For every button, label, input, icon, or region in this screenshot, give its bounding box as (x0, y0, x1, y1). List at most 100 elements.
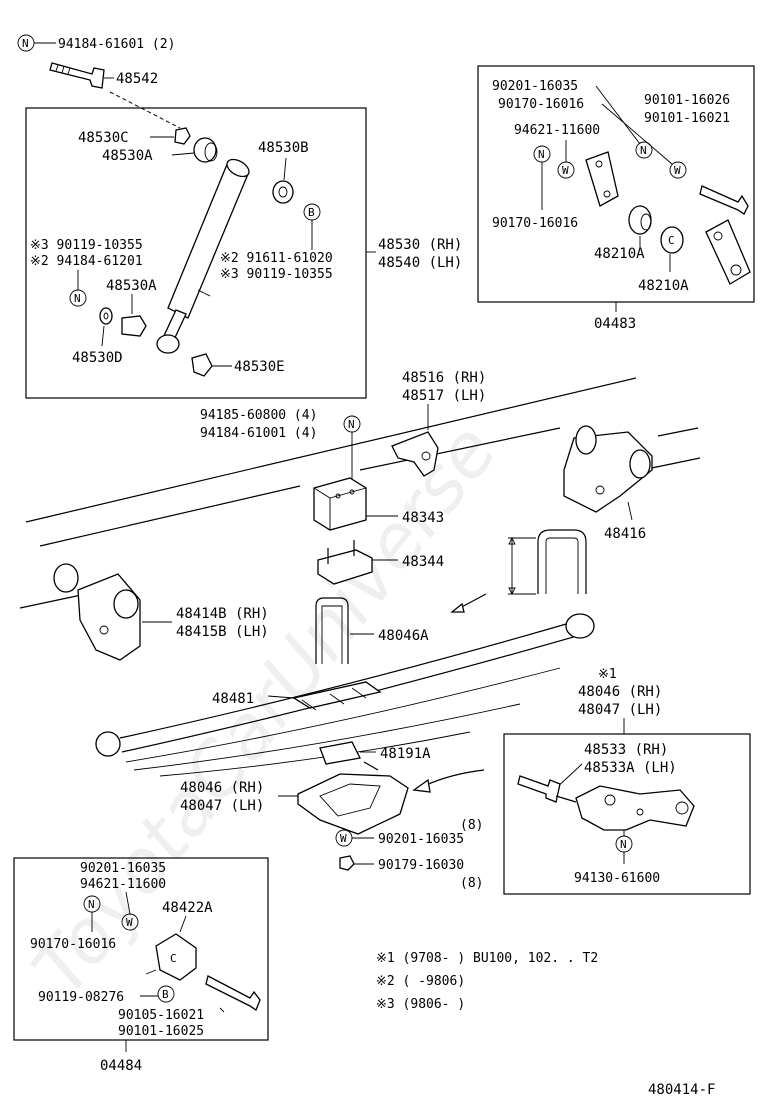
pad-48481 (292, 681, 382, 711)
watermark: ToyotaCarUniverse (16, 408, 513, 1011)
label-04484-p6: 90101-16025 (118, 1024, 204, 1039)
bushing-48210a-2: C (660, 226, 684, 254)
label-bolt-nut-qty: 94184-61601 (2) (58, 37, 175, 52)
nut-90179 (339, 855, 355, 871)
label-qty-8b: (8) (460, 876, 483, 891)
label-04483: 04483 (594, 316, 636, 332)
svg-text:B: B (162, 988, 169, 1001)
part-48530c (174, 127, 191, 145)
shackle-plate-2 (705, 219, 751, 285)
label-04483-p5: 90101-16026 (644, 93, 730, 108)
shock-absorber (156, 158, 250, 354)
label-48530b: 48530B (258, 140, 309, 156)
svg-text:W: W (674, 164, 681, 177)
label-nut-94130: 94130-61600 (574, 871, 660, 886)
shock-box (25, 107, 367, 399)
bolt-90105 (205, 975, 261, 1011)
label-48542: 48542 (116, 71, 158, 87)
part-48530a-bottom (121, 315, 147, 337)
label-48530c: 48530C (78, 130, 129, 146)
seat-48046 (297, 761, 409, 835)
label-note3-b: ※3 90119-10355 (220, 267, 333, 282)
svg-text:W: W (562, 164, 569, 177)
note-3: ※3 (9806- ) (376, 997, 465, 1012)
label-48516-rh: 48516 (RH) (402, 370, 486, 386)
label-note2-b: ※2 91611-61020 (220, 251, 333, 266)
label-04483-p6: 90101-16021 (644, 111, 730, 126)
label-48343: 48343 (402, 510, 444, 526)
pin-48533 (517, 775, 577, 803)
svg-text:N: N (88, 898, 95, 911)
label-48415b-lh: 48415B (LH) (176, 624, 269, 640)
note-1: ※1 (9708- ) BU100, 102. . T2 (376, 951, 598, 966)
washer-symbol-3: W (335, 829, 353, 847)
svg-text:W: W (340, 832, 347, 845)
label-48530a-bottom: 48530A (106, 278, 157, 294)
washer-symbol-2: W (669, 161, 687, 179)
label-seat-48046-rh: 48046 (RH) (180, 780, 264, 796)
part-48530b (272, 180, 294, 204)
bracket-kit-box (13, 857, 269, 1041)
label-note3-a: ※3 90119-10355 (30, 238, 143, 253)
label-48191a: 48191A (380, 746, 431, 762)
label-48210a-1: 48210A (594, 246, 645, 262)
svg-text:N: N (22, 37, 29, 50)
label-48344: 48344 (402, 554, 444, 570)
label-spring-48046-rh: 48046 (RH) (578, 684, 662, 700)
symbol-b-2: B (157, 985, 175, 1003)
svg-text:C: C (170, 952, 177, 965)
diagram-code: 480414-F (648, 1082, 715, 1098)
label-48414b-rh: 48414B (RH) (176, 606, 269, 622)
label-washer-90201: 90201-16035 (378, 832, 464, 847)
label-48530a-top: 48530A (102, 148, 153, 164)
label-04484-p5: 90105-16021 (118, 1008, 204, 1023)
label-48530-rh: 48530 (RH) (378, 237, 462, 253)
nut-symbol-2: N (69, 289, 87, 307)
nut-symbol-4: N (635, 141, 653, 159)
label-04483-p3: 94621-11600 (514, 123, 600, 138)
symbol-b: B (303, 203, 321, 221)
label-04483-p1: 90201-16035 (492, 79, 578, 94)
bushing-48210a-1 (628, 205, 652, 235)
label-04484: 04484 (100, 1058, 142, 1074)
svg-text:W: W (126, 916, 133, 929)
label-seat-48047-lh: 48047 (LH) (180, 798, 264, 814)
label-frame-bolt-2: 94184-61001 (4) (200, 426, 317, 441)
label-48422a: 48422A (162, 900, 213, 916)
washer-symbol: W (557, 161, 575, 179)
label-48517-lh: 48517 (LH) (402, 388, 486, 404)
spacer-48191a (319, 741, 361, 765)
label-qty-8a: (8) (460, 818, 483, 833)
label-04484-p2: 94621-11600 (80, 877, 166, 892)
svg-text:N: N (538, 148, 545, 161)
bracket-48516 (391, 431, 439, 477)
label-04484-p4: 90119-08276 (38, 990, 124, 1005)
label-48416: 48416 (604, 526, 646, 542)
nut-symbol-6: N (615, 835, 633, 853)
bumper-48343 (313, 477, 367, 531)
label-note2-a: ※2 94184-61201 (30, 254, 143, 269)
label-pin-48533-rh: 48533 (RH) (584, 742, 668, 758)
svg-text:N: N (640, 144, 647, 157)
svg-text:N: N (348, 418, 355, 431)
stopper-48344 (317, 540, 373, 585)
label-04484-p1: 90201-16035 (80, 861, 166, 876)
label-nut-90179: 90179-16030 (378, 858, 464, 873)
label-48530d: 48530D (72, 350, 123, 366)
svg-text:N: N (620, 838, 627, 851)
svg-text:B: B (308, 206, 315, 219)
label-spring-48047-lh: 48047 (LH) (578, 702, 662, 718)
note1-box (503, 733, 751, 895)
label-48046a: 48046A (378, 628, 429, 644)
label-48481: 48481 (212, 691, 254, 707)
shackle-48533 (575, 785, 695, 831)
shackle-plate (585, 151, 619, 207)
nut-symbol-3: N (533, 145, 551, 163)
ubolt-dimension (508, 529, 587, 596)
label-frame-bolt-1: 94185-60800 (4) (200, 408, 317, 423)
shackle-48414b (53, 563, 141, 661)
shackle-bolt (699, 185, 749, 215)
part-48530e (191, 353, 213, 377)
label-04484-p3: 90170-16016 (30, 937, 116, 952)
